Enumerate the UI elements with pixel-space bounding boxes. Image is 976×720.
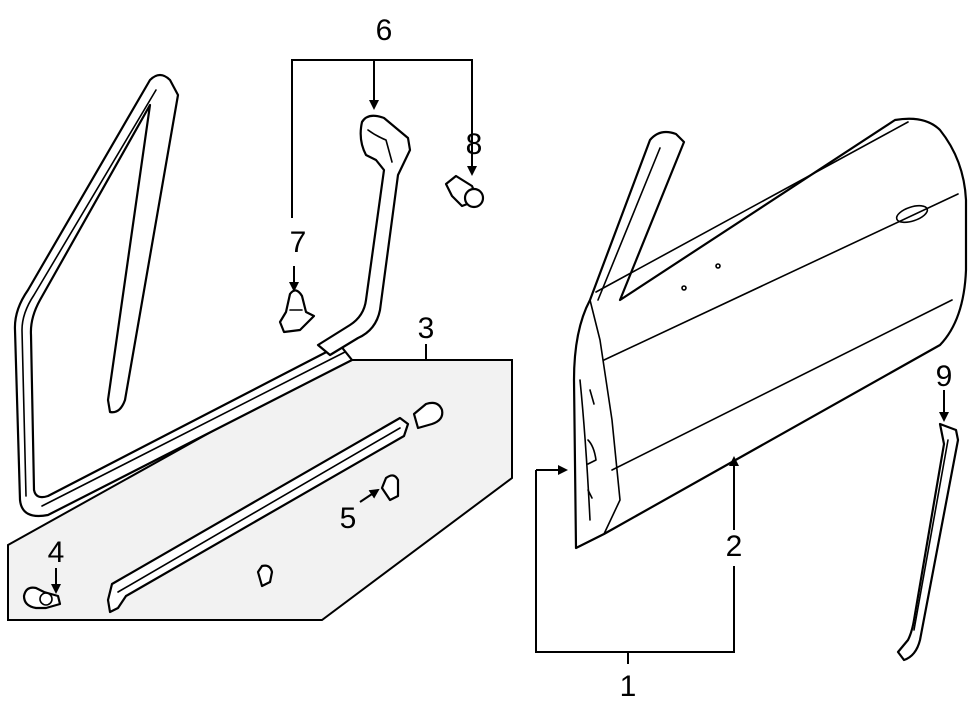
part-7-clip — [278, 289, 316, 334]
part-8-clip — [444, 174, 485, 209]
part-5-clip — [380, 474, 400, 502]
callout-2: 2 — [726, 530, 743, 563]
callout-4: 4 — [48, 536, 65, 569]
leaders — [51, 59, 949, 664]
part-4-clip — [22, 586, 62, 610]
door-shell — [572, 117, 968, 550]
callout-5: 5 — [340, 502, 357, 535]
callout-3: 3 — [418, 312, 435, 345]
callout-7: 7 — [290, 226, 307, 259]
part-3-molding — [106, 401, 444, 614]
part-9-weatherstrip — [896, 422, 960, 662]
part-6-weatherstrip — [316, 114, 412, 357]
callout-1: 1 — [620, 670, 637, 703]
callout-6: 6 — [376, 14, 393, 47]
callout-8: 8 — [466, 128, 483, 161]
callout-9: 9 — [936, 360, 953, 393]
